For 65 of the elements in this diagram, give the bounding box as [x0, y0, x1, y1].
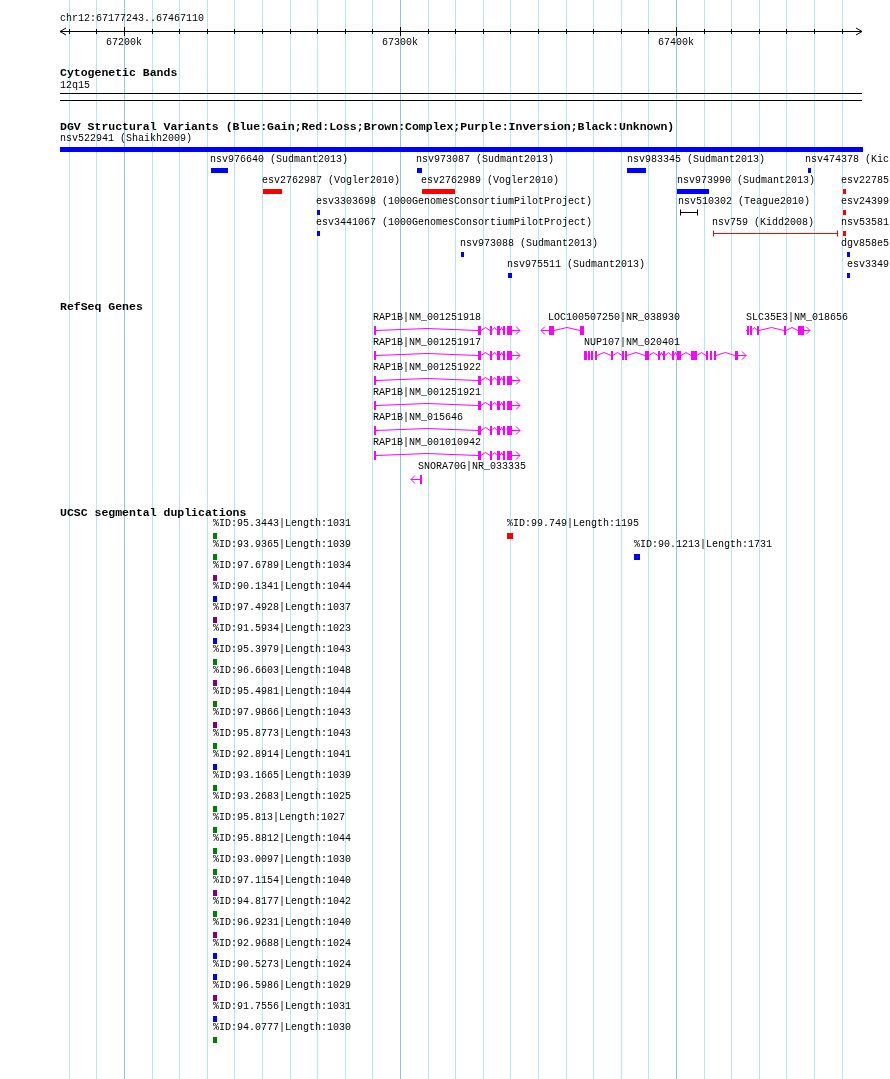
variant-label: nsv53581	[841, 217, 889, 229]
variant-label: esv2762987 (Vogler2010)	[262, 175, 401, 187]
coordinate-label: chr12:67177243..67467110	[60, 13, 205, 25]
variant-label: esv3303698 (1000GenomesConsortiumPilotProject)	[316, 196, 593, 208]
variant-label: nsv975511 (Sudmant2013)	[507, 259, 646, 271]
duplication-label: %ID:96.6603|Length:1048	[213, 665, 352, 677]
tick-label: 67300k	[382, 37, 418, 49]
tick-label: 67200k	[106, 37, 142, 49]
variant-label: esv2762989 (Vogler2010)	[421, 175, 560, 187]
gene-label: RAP1B|NM_001251921	[373, 387, 482, 399]
duplication-label: %ID:97.9866|Length:1043	[213, 707, 352, 719]
track-title: DGV Structural Variants (Blue:Gain;Red:Loss;Brown:Complex;Purple:Inversion;Black:Unknown)	[60, 120, 675, 133]
duplication-label: %ID:97.1154|Length:1040	[213, 875, 352, 887]
duplication-label: %ID:92.9688|Length:1024	[213, 938, 352, 950]
variant-label: nsv759 (Kidd2008)	[712, 217, 815, 229]
duplication-label: %ID:92.8914|Length:1041	[213, 749, 352, 761]
band-label: 12q15	[60, 80, 90, 92]
duplication-label: %ID:93.9365|Length:1039	[213, 539, 352, 551]
variant-label: nsv976640 (Sudmant2013)	[210, 154, 349, 166]
duplication-label: %ID:90.1341|Length:1044	[213, 581, 352, 593]
duplication-label: %ID:94.8177|Length:1042	[213, 896, 352, 908]
duplication-label: %ID:95.813|Length:1027	[213, 812, 346, 824]
variant-label: nsv522941 (Shaikh2009)	[60, 133, 193, 145]
duplication-label: %ID:97.4928|Length:1037	[213, 602, 352, 614]
duplication-label: %ID:90.5273|Length:1024	[213, 959, 352, 971]
variant-label: esv24399	[841, 196, 889, 208]
gene-label: SLC35E3|NM_018656	[746, 312, 849, 324]
gene-label: RAP1B|NM_001251918	[373, 312, 482, 324]
variant-label: esv22785	[841, 175, 889, 187]
track-title: UCSC segmental duplications	[60, 506, 247, 519]
duplication-label: %ID:95.8773|Length:1043	[213, 728, 352, 740]
duplication-label: %ID:90.1213|Length:1731	[634, 539, 773, 551]
duplication-label: %ID:93.2683|Length:1025	[213, 791, 352, 803]
duplication-label: %ID:95.3443|Length:1031	[213, 518, 352, 530]
duplication-label: %ID:95.3979|Length:1043	[213, 644, 352, 656]
duplication-label: %ID:96.5986|Length:1029	[213, 980, 352, 992]
duplication-label: %ID:91.7556|Length:1031	[213, 1001, 352, 1013]
gene-label: NUP107|NM_020401	[584, 337, 680, 349]
duplication-label: %ID:93.0097|Length:1030	[213, 854, 352, 866]
gene-label: LOC100507250|NR_038930	[548, 312, 681, 324]
duplication-label: %ID:93.1665|Length:1039	[213, 770, 352, 782]
track-title: RefSeq Genes	[60, 300, 143, 313]
track-title: Cytogenetic Bands	[60, 66, 178, 79]
variant-label: nsv973087 (Sudmant2013)	[416, 154, 555, 166]
variant-label: nsv983345 (Sudmant2013)	[627, 154, 766, 166]
variant-label: nsv973990 (Sudmant2013)	[677, 175, 816, 187]
gene-label: RAP1B|NM_001251922	[373, 362, 482, 374]
duplication-label: %ID:99.749|Length:1195	[507, 518, 640, 530]
duplication-label: %ID:96.9231|Length:1040	[213, 917, 352, 929]
duplication-label: %ID:95.4981|Length:1044	[213, 686, 352, 698]
duplication-label: %ID:97.6789|Length:1034	[213, 560, 352, 572]
duplication-label: %ID:91.5934|Length:1023	[213, 623, 352, 635]
variant-label: esv3349	[847, 259, 889, 271]
variant-label: nsv510302 (Teague2010)	[678, 196, 811, 208]
gene-label: RAP1B|NM_015646	[373, 412, 463, 424]
variant-label: nsv474378 (Kic	[805, 154, 889, 166]
variant-label: esv3441067 (1000GenomesConsortiumPilotProject)	[316, 217, 593, 229]
duplication-label: %ID:94.0777|Length:1030	[213, 1022, 352, 1034]
gene-label: SNORA70G|NR_033335	[418, 461, 527, 473]
duplication-label: %ID:95.8812|Length:1044	[213, 833, 352, 845]
tick-label: 67400k	[658, 37, 694, 49]
variant-label: nsv973088 (Sudmant2013)	[460, 238, 599, 250]
gene-label: RAP1B|NM_001251917	[373, 337, 482, 349]
gene-label: RAP1B|NM_001010942	[373, 437, 482, 449]
variant-label: dgv858e5	[841, 238, 889, 250]
